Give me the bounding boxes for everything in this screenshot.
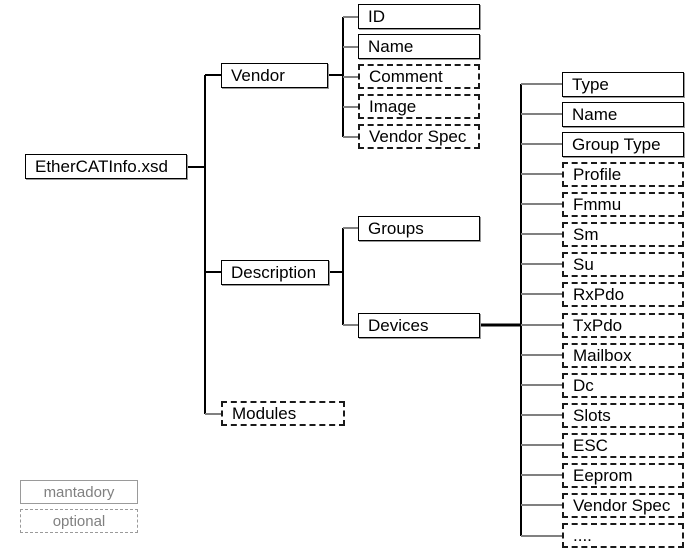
node-device-more[interactable]: .... <box>562 523 684 548</box>
node-label: Sm <box>573 224 599 244</box>
node-label: Mailbox <box>573 345 632 365</box>
node-label: Description <box>231 262 317 282</box>
node-label: RxPdo <box>573 284 625 304</box>
node-label: Su <box>573 254 594 274</box>
node-label: ESC <box>573 435 608 455</box>
node-vendor-image[interactable]: Image <box>358 94 480 119</box>
node-label: Groups <box>368 218 424 238</box>
node-device-vendor-spec[interactable]: Vendor Spec <box>562 493 684 518</box>
node-device-eeprom[interactable]: Eeprom <box>562 463 684 488</box>
legend-mandatory: mantadory <box>20 480 138 504</box>
node-label: Slots <box>573 405 611 425</box>
node-root[interactable]: EtherCATInfo.xsd <box>25 154 187 179</box>
node-label: EtherCATInfo.xsd <box>35 156 168 176</box>
node-device-fmmu[interactable]: Fmmu <box>562 192 684 217</box>
node-device-sm[interactable]: Sm <box>562 222 684 247</box>
node-device-slots[interactable]: Slots <box>562 403 684 428</box>
node-device-group-type[interactable]: Group Type <box>562 132 684 157</box>
node-label: .... <box>573 525 592 545</box>
node-modules[interactable]: Modules <box>221 401 345 426</box>
node-device-su[interactable]: Su <box>562 252 684 277</box>
node-device-dc[interactable]: Dc <box>562 373 684 398</box>
node-vendor-id[interactable]: ID <box>358 4 480 29</box>
node-vendor-comment[interactable]: Comment <box>358 64 480 89</box>
node-label: Profile <box>573 164 622 184</box>
node-label: TxPdo <box>573 315 623 335</box>
node-groups[interactable]: Groups <box>358 216 480 241</box>
node-label: Dc <box>573 375 594 395</box>
node-label: Modules <box>232 403 297 423</box>
node-label: Comment <box>369 66 443 86</box>
node-label: Name <box>572 104 618 124</box>
node-device-mailbox[interactable]: Mailbox <box>562 343 684 368</box>
node-label: Image <box>369 96 417 116</box>
node-device-type[interactable]: Type <box>562 72 684 97</box>
node-device-txpdo[interactable]: TxPdo <box>562 313 684 338</box>
node-label: Group Type <box>572 134 661 154</box>
node-vendor-vendor-spec[interactable]: Vendor Spec <box>358 124 480 149</box>
legend-label: mantadory <box>43 483 115 501</box>
node-vendor[interactable]: Vendor <box>221 63 328 88</box>
node-device-rxpdo[interactable]: RxPdo <box>562 282 684 307</box>
node-label: Type <box>572 74 609 94</box>
node-vendor-name[interactable]: Name <box>358 34 480 59</box>
node-device-esc[interactable]: ESC <box>562 433 684 458</box>
node-label: Fmmu <box>573 194 622 214</box>
node-label: Eeprom <box>573 465 633 485</box>
node-label: Name <box>368 36 414 56</box>
node-label: Vendor Spec <box>369 126 467 146</box>
node-description[interactable]: Description <box>221 260 329 285</box>
node-devices[interactable]: Devices <box>358 313 480 338</box>
node-label: Vendor <box>231 65 285 85</box>
legend-label: optional <box>52 512 106 530</box>
node-device-name[interactable]: Name <box>562 102 684 127</box>
node-label: Devices <box>368 315 429 335</box>
node-label: Vendor Spec <box>573 495 671 515</box>
node-device-profile[interactable]: Profile <box>562 162 684 187</box>
legend-optional: optional <box>20 509 138 533</box>
node-label: ID <box>368 6 385 26</box>
